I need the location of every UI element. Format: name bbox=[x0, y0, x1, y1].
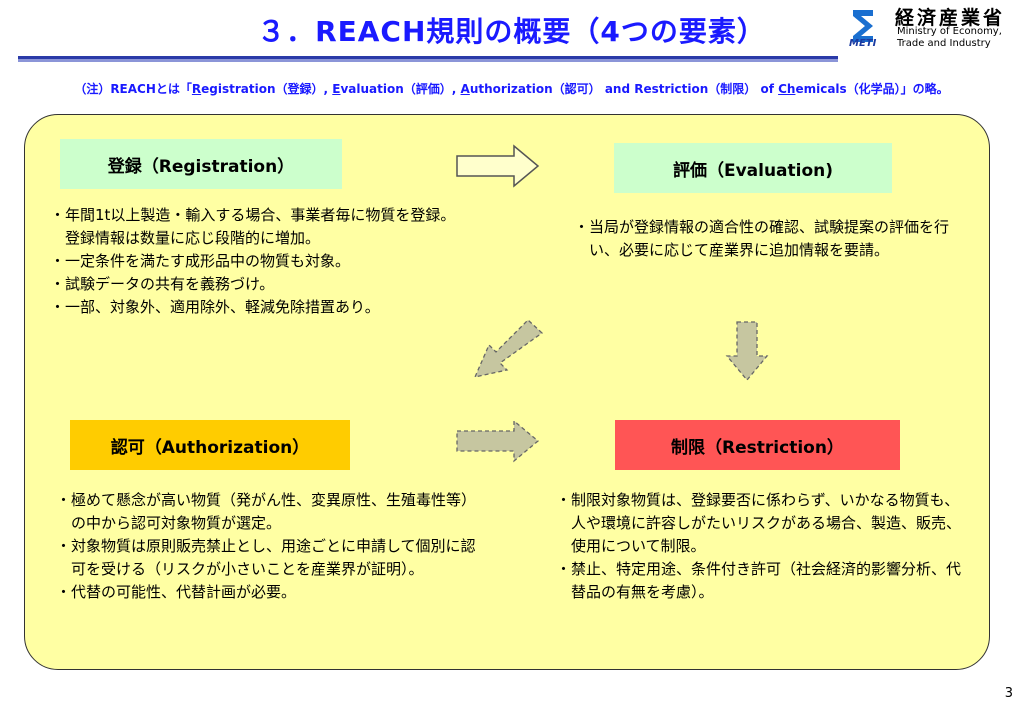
note-underlined-letter: Ch bbox=[778, 82, 796, 96]
title-underline bbox=[18, 56, 838, 62]
authorization-box: 認可（Authorization） bbox=[70, 420, 350, 470]
evaluation-description: ・当局が登録情報の適合性の確認、試験提案の評価を行い、必要に応じて産業界に追加情… bbox=[574, 216, 949, 262]
note-underlined-letter: E bbox=[332, 82, 341, 96]
page-title: ３．REACH規則の概要（4つの要素） bbox=[257, 15, 766, 48]
ministry-name-jp: 経済産業省 bbox=[895, 7, 1006, 29]
page-number: 3 bbox=[1004, 686, 1013, 701]
registration-bullet: ・年間1t以上製造・輸入する場合、事業者毎に物質を登録。登録情報は数量に応じ段階… bbox=[50, 206, 456, 247]
note-part: （注）REACHとは「 bbox=[74, 82, 192, 96]
diagram-panel bbox=[24, 114, 990, 670]
restriction-description: ・制限対象物質は、登録要否に係わらず、いかなる物質も、人や環境に許容しがたいリス… bbox=[556, 489, 971, 604]
registration-bullet: ・一部、対象外、適用除外、軽減免除措置あり。 bbox=[50, 298, 380, 316]
registration-description: ・年間1t以上製造・輸入する場合、事業者毎に物質を登録。登録情報は数量に応じ段階… bbox=[50, 204, 470, 319]
authorization-bullet: ・極めて懸念が高い物質（発がん性、変異原性、生殖毒性等）の中から認可対象物質が選… bbox=[56, 491, 477, 532]
note-part: egistration（登録）, bbox=[201, 82, 333, 96]
meti-abbrev: METI bbox=[849, 38, 877, 49]
registration-bullet: ・一定条件を満たす成形品中の物質も対象。 bbox=[50, 252, 351, 270]
ministry-name-en-line2: Trade and Industry bbox=[897, 38, 991, 49]
ministry-name-en-line1: Ministry of Economy, bbox=[897, 26, 1002, 37]
note-underlined-letter: A bbox=[460, 82, 470, 96]
restriction-box: 制限（Restriction） bbox=[615, 420, 900, 470]
restriction-bullet: ・禁止、特定用途、条件付き許可（社会経済的影響分析、代替品の有無を考慮）。 bbox=[556, 560, 962, 601]
registration-box: 登録（Registration） bbox=[60, 139, 342, 189]
evaluation-bullet: ・当局が登録情報の適合性の確認、試験提案の評価を行い、必要に応じて産業界に追加情… bbox=[574, 218, 950, 259]
arrow-evaluation-to-restriction bbox=[725, 321, 769, 382]
reach-definition-note: （注）REACHとは「Registration（登録）, Evaluation（… bbox=[0, 80, 1023, 97]
authorization-description: ・極めて懸念が高い物質（発がん性、変異原性、生殖毒性等）の中から認可対象物質が選… bbox=[56, 489, 486, 604]
note-part: valuation（評価）, bbox=[340, 82, 461, 96]
authorization-bullet: ・対象物質は原則販売禁止とし、用途ごとに申請して個別に認可を受ける（リスクが小さ… bbox=[56, 537, 476, 578]
meti-emblem-icon bbox=[853, 10, 873, 42]
restriction-bullet: ・制限対象物質は、登録要否に係わらず、いかなる物質も、人や環境に許容しがたいリス… bbox=[556, 491, 962, 555]
note-underlined-letter: R bbox=[191, 82, 202, 96]
meti-logo: METI 経済産業省 Ministry of Economy, Trade an… bbox=[845, 2, 1020, 54]
registration-bullet: ・試験データの共有を義務づけ。 bbox=[50, 275, 275, 293]
note-part: uthorization（認可） and Restriction（制限） of bbox=[469, 82, 779, 96]
arrow-registration-to-evaluation bbox=[456, 144, 540, 188]
arrow-authorization-to-restriction bbox=[456, 419, 540, 463]
note-part: emicals（化学品）」の略。 bbox=[795, 82, 949, 96]
evaluation-box: 評価（Evaluation) bbox=[614, 143, 892, 193]
authorization-bullet: ・代替の可能性、代替計画が必要。 bbox=[56, 583, 297, 601]
arrow-restriction-to-registration bbox=[473, 319, 544, 378]
